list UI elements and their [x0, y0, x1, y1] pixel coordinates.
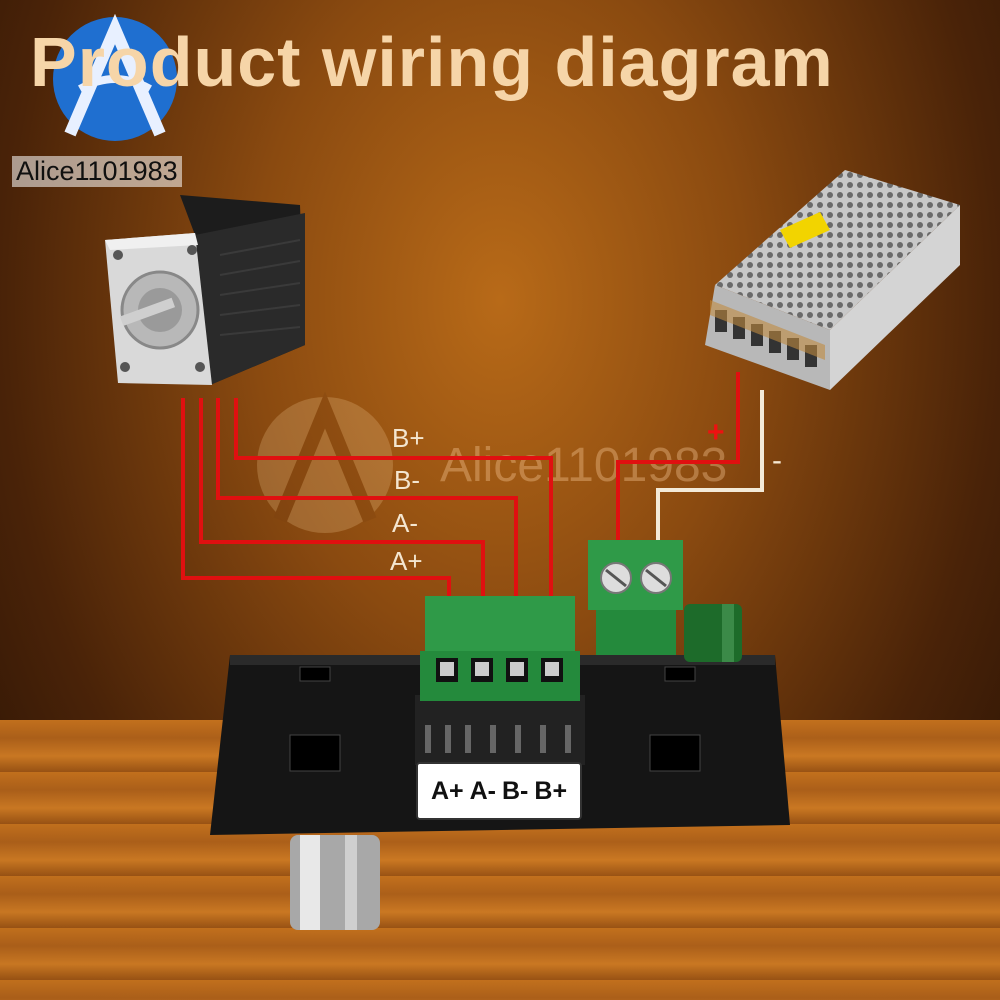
- wire-label-a-minus: A-: [392, 508, 418, 538]
- brand-logo-icon: [53, 14, 177, 141]
- wire-label-b-minus: B-: [394, 465, 420, 495]
- power-supply-icon: [705, 170, 960, 390]
- terminal-label-a-minus: A-: [469, 776, 496, 805]
- wire-power-negative: [656, 390, 764, 548]
- watermark-text-top: Alice1101983: [12, 156, 182, 187]
- wire-label-a-plus: A+: [390, 546, 423, 576]
- watermark-text-center: Alice1101983: [440, 439, 728, 492]
- stepper-motor-icon: [105, 195, 305, 385]
- terminal-label-b-minus: B-: [502, 776, 529, 805]
- rotary-knob-icon: [290, 835, 380, 930]
- wire-label-b-plus: B+: [392, 423, 425, 453]
- power-positive-label: +: [707, 416, 725, 449]
- wire-b-plus: [234, 398, 553, 665]
- terminal-label-b-plus: B+: [534, 776, 568, 805]
- wire-b-minus: [216, 398, 518, 665]
- power-terminal-block: [588, 540, 683, 655]
- terminal-label-strip: A+ A- B- B+: [416, 762, 582, 820]
- wire-power-positive: [616, 372, 740, 548]
- capacitor-icon: [684, 604, 742, 662]
- power-negative-label: -: [772, 444, 782, 477]
- page-title: Product wiring diagram: [30, 23, 834, 101]
- motor-terminal-block: [420, 596, 580, 701]
- terminal-label-a-plus: A+: [430, 776, 464, 805]
